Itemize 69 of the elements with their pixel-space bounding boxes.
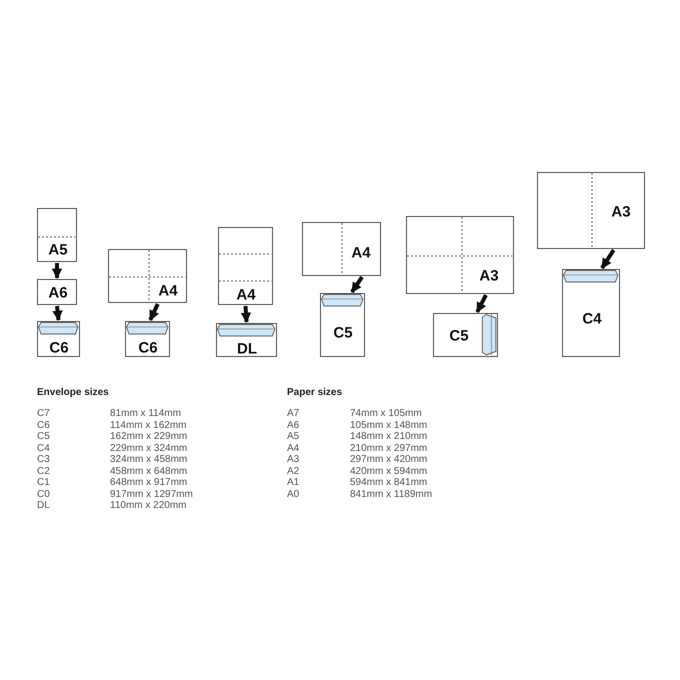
size-dimensions: 458mm x 648mm xyxy=(110,466,188,476)
size-dimensions: 105mm x 148mm xyxy=(350,420,428,430)
arrow xyxy=(600,248,616,270)
size-dimensions: 81mm x 114mm xyxy=(110,409,181,419)
size-name: A7 xyxy=(287,409,300,419)
size-dimensions: 229mm x 324mm xyxy=(110,444,188,454)
size-dimensions: 648mm x 917mm xyxy=(110,478,188,488)
size-dimensions: 297mm x 420mm xyxy=(350,455,428,465)
arrow xyxy=(475,294,488,313)
size-dimensions: 110mm x 220mm xyxy=(110,501,187,511)
size-dimensions: 594mm x 841mm xyxy=(350,478,428,488)
paper-sheet xyxy=(37,279,77,305)
arrow xyxy=(148,303,160,321)
table-heading: Envelope sizes xyxy=(37,388,109,398)
arrow xyxy=(52,306,63,322)
size-dimensions: 324mm x 458mm xyxy=(110,455,188,465)
size-name: C0 xyxy=(37,490,50,500)
size-name: C2 xyxy=(37,466,50,476)
size-name: C6 xyxy=(37,420,50,430)
size-name: DL xyxy=(37,501,50,511)
size-name: C7 xyxy=(37,409,50,419)
size-label: A4 xyxy=(351,246,371,260)
size-dimensions: 162mm x 229mm xyxy=(110,432,188,442)
paper-sheet xyxy=(218,227,273,305)
size-dimensions: 420mm x 594mm xyxy=(350,466,428,476)
size-name: A0 xyxy=(287,490,300,500)
size-label: A4 xyxy=(158,284,178,298)
size-dimensions: 210mm x 297mm xyxy=(350,444,428,454)
size-dimensions: 74mm x 105mm xyxy=(350,409,422,419)
paper-sheet xyxy=(302,222,381,276)
size-label: C5 xyxy=(449,328,469,344)
arrow xyxy=(240,306,252,324)
size-name: A2 xyxy=(287,466,300,476)
envelope xyxy=(320,293,365,357)
size-label: C6 xyxy=(49,340,69,356)
envelope xyxy=(37,321,80,357)
paper-sheet xyxy=(37,208,77,262)
size-dimensions: 114mm x 162mm xyxy=(110,420,187,430)
size-dimensions: 148mm x 210mm xyxy=(350,432,428,442)
size-name: A1 xyxy=(287,478,300,488)
size-dimensions: 917mm x 1297mm xyxy=(110,490,193,500)
size-label: A4 xyxy=(236,288,256,302)
envelope xyxy=(216,323,277,357)
size-name: A5 xyxy=(287,432,300,442)
size-label: C6 xyxy=(138,340,158,356)
size-name: C5 xyxy=(37,432,50,442)
table-heading: Paper sizes xyxy=(287,388,342,398)
size-name: A3 xyxy=(287,455,300,465)
paper-sheet xyxy=(406,216,514,294)
size-label: A3 xyxy=(479,268,499,284)
size-label: C5 xyxy=(333,326,353,340)
size-dimensions: 841mm x 1189mm xyxy=(350,490,432,500)
size-name: C4 xyxy=(37,444,50,454)
size-label: C4 xyxy=(582,312,602,326)
arrow xyxy=(52,263,62,280)
envelope xyxy=(433,313,498,357)
size-name: A4 xyxy=(287,444,300,454)
size-label: A6 xyxy=(48,286,68,300)
envelope xyxy=(125,321,170,357)
size-label: DL xyxy=(237,342,257,356)
size-name: C3 xyxy=(37,455,50,465)
paper-sheet xyxy=(537,172,645,249)
size-label: A3 xyxy=(611,204,631,220)
arrow xyxy=(350,276,364,294)
size-name: A6 xyxy=(287,420,300,430)
size-label: A5 xyxy=(48,242,68,258)
paper-sheet xyxy=(108,249,187,303)
envelope xyxy=(562,269,620,357)
size-name: C1 xyxy=(37,478,50,488)
